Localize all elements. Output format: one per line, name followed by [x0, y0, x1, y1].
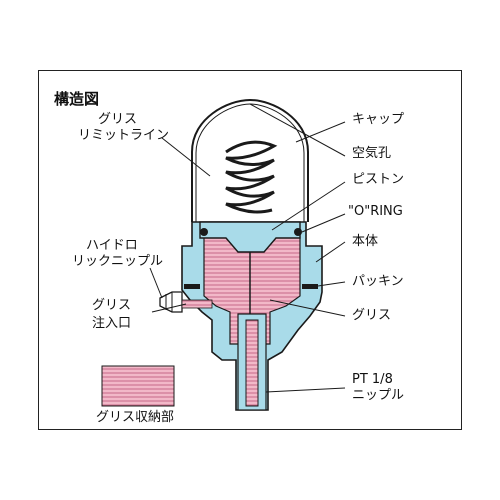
piston: [199, 221, 301, 253]
spring: [225, 140, 278, 214]
label-grease-inlet-1: グリス: [92, 298, 132, 313]
label-grease-inlet-2: 注入口: [92, 316, 132, 331]
label-cap: キャップ: [352, 112, 405, 127]
leader-packing: [317, 281, 346, 287]
leader-grease-inlet: [151, 303, 187, 313]
leader-air-hole: [249, 103, 346, 157]
leader-body: [315, 241, 346, 263]
packing-left: [184, 284, 200, 289]
label-packing: パッキン: [352, 274, 404, 289]
cap: [191, 98, 309, 222]
outlet-channel: [245, 319, 259, 407]
leader-hydraulic: [149, 267, 163, 299]
label-body: 本体: [352, 234, 379, 249]
label-hydraulic-2: リックニップル: [72, 254, 164, 269]
diagram-title: 構造図: [54, 90, 100, 108]
o-ring-right: [294, 228, 302, 236]
label-o-ring: "O"RING: [348, 204, 403, 219]
leader-piston: [271, 181, 346, 231]
label-pt-nipple-1: PT 1/8: [352, 372, 393, 387]
leader-grease: [269, 299, 346, 317]
label-legend-grease-storage: グリス収納部: [96, 410, 175, 425]
label-piston: ピストン: [352, 172, 405, 187]
packing-right: [302, 284, 318, 289]
label-grease-limit-1: グリス: [98, 112, 138, 127]
leader-o-ring: [301, 213, 346, 233]
label-hydraulic-1: ハイドロ: [86, 238, 138, 253]
label-grease: グリス: [352, 308, 392, 323]
grease-inlet-channel: [181, 299, 213, 309]
legend-swatch: [101, 365, 175, 407]
leader-grease-limit: [161, 137, 211, 177]
label-grease-limit-2: リミットライン: [78, 128, 170, 143]
o-ring-left: [200, 228, 208, 236]
label-air-hole: 空気孔: [352, 146, 392, 161]
leader-cap: [295, 121, 346, 143]
label-pt-nipple-2: ニップル: [352, 388, 405, 403]
leader-pt-nipple: [265, 387, 346, 393]
